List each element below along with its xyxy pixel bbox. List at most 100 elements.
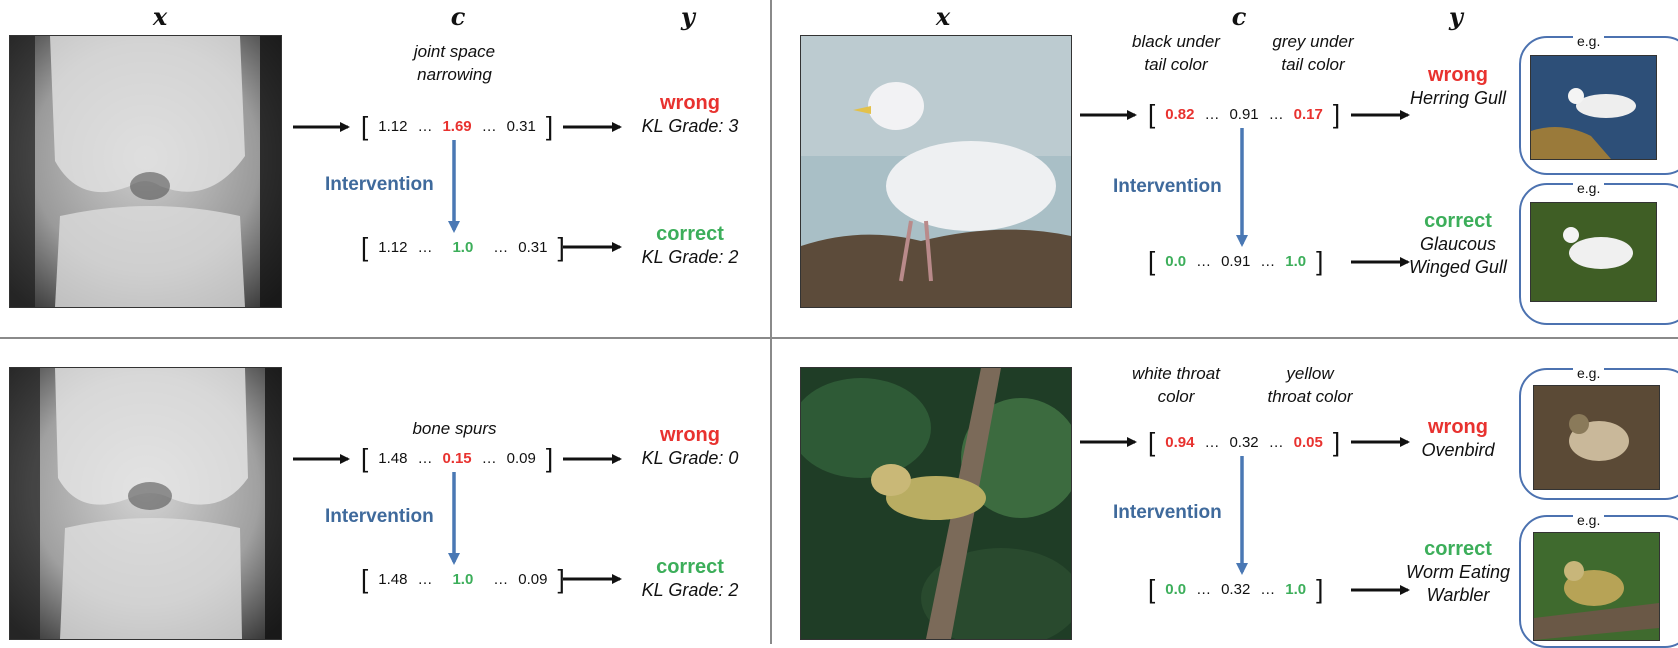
vector-value: 0.09 [518, 570, 548, 588]
ellipsis: … [417, 449, 433, 467]
ellipsis: … [417, 570, 433, 588]
vector-value: 1.12 [378, 238, 408, 256]
prediction-top-left-before: wrong KL Grade: 3 [630, 92, 750, 138]
concept-label-joint-space-narrowing: joint space narrowing [413, 42, 496, 84]
concept-label-grey-under-tail: grey under tail color [1272, 32, 1354, 74]
prediction-status: correct [656, 556, 724, 578]
vector-value-highlight: 1.0 [1285, 252, 1307, 270]
prediction-status: wrong [660, 92, 720, 114]
concept-vector-top-right-before: [ 0.82 … 0.91 … 0.17 ] [1148, 99, 1341, 129]
intervention-label-bottom-right: Intervention [1113, 502, 1222, 523]
example-glaucous-gull-photo [1530, 202, 1657, 302]
prediction-status: wrong [660, 424, 720, 446]
example-label-ovenbird: e.g. [1573, 365, 1605, 381]
header-x-right: x [935, 2, 951, 31]
gull-photo [800, 35, 1072, 308]
concept-vector-bottom-right-after: [ 0.0 … 0.32 … 1.0 ] [1148, 574, 1324, 604]
ellipsis: … [1260, 252, 1276, 270]
prediction-label: Herring Gull [1409, 88, 1507, 108]
ellipsis: … [481, 449, 497, 467]
prediction-top-right-after: correct Glaucous Winged Gull [1403, 210, 1513, 279]
warbler-photo [800, 367, 1072, 640]
vector-value: 1.48 [378, 449, 408, 467]
vector-value: 0.32 [1221, 580, 1251, 598]
header-x-left: x [152, 2, 168, 31]
prediction-bottom-left-after: correct KL Grade: 2 [630, 556, 750, 602]
ellipsis: … [1260, 580, 1276, 598]
prediction-label: KL Grade: 2 [641, 580, 739, 600]
vector-value-highlight: 0.0 [1165, 580, 1187, 598]
example-ovenbird-photo [1533, 385, 1660, 490]
vector-value-highlight: 1.0 [1285, 580, 1307, 598]
vector-value-highlight: 0.17 [1293, 105, 1323, 123]
ellipsis: … [1196, 252, 1212, 270]
vector-value: 0.91 [1221, 252, 1251, 270]
concept-vector-bottom-left-before: [ 1.48 … 0.15 … 0.09 ] [361, 443, 554, 473]
example-label-top: e.g. [1573, 33, 1605, 49]
horizontal-divider [0, 337, 1678, 339]
intervention-label-top-right: Intervention [1113, 176, 1222, 197]
concept-vector-bottom-left-after: [ 1.48 … 1.0 … 0.09 ] [361, 564, 565, 594]
ellipsis: … [1204, 105, 1220, 123]
prediction-bottom-right-after: correct Worm Eating Warbler [1403, 538, 1513, 607]
vertical-divider [770, 0, 772, 644]
example-label-mid: e.g. [1573, 180, 1605, 196]
header-y-left: y [681, 2, 695, 31]
example-warbler-photo [1533, 532, 1660, 641]
concept-label-bone-spurs: bone spurs [412, 419, 497, 438]
knee-xray-image-bottom [9, 367, 282, 640]
vector-value-highlight: 1.0 [452, 238, 474, 256]
prediction-bottom-left-before: wrong KL Grade: 0 [630, 424, 750, 470]
ellipsis: … [493, 570, 509, 588]
vector-value-highlight: 0.0 [1165, 252, 1187, 270]
vector-value: 0.31 [518, 238, 548, 256]
ellipsis: … [1204, 433, 1220, 451]
intervention-label-bottom-left: Intervention [325, 506, 434, 527]
example-herring-gull-photo [1530, 55, 1657, 160]
vector-value-highlight: 0.94 [1165, 433, 1195, 451]
prediction-label: Worm Eating Warbler [1405, 562, 1511, 605]
vector-value-highlight: 0.05 [1293, 433, 1323, 451]
concept-vector-top-right-after: [ 0.0 … 0.91 … 1.0 ] [1148, 246, 1324, 276]
vector-value-highlight: 0.15 [442, 449, 472, 467]
vector-value: 0.09 [506, 449, 536, 467]
vector-value: 1.48 [378, 570, 408, 588]
prediction-top-left-after: correct KL Grade: 2 [630, 223, 750, 269]
knee-xray-image-top [9, 35, 282, 308]
ellipsis: … [1268, 433, 1284, 451]
prediction-label: KL Grade: 3 [641, 116, 739, 136]
ellipsis: … [417, 117, 433, 135]
prediction-status: wrong [1428, 64, 1488, 86]
header-y-right: y [1449, 2, 1463, 31]
concept-vector-bottom-right-before: [ 0.94 … 0.32 … 0.05 ] [1148, 427, 1341, 457]
concept-label-black-under-tail: black under tail color [1132, 32, 1220, 74]
vector-value: 1.12 [378, 117, 408, 135]
vector-value: 0.32 [1229, 433, 1259, 451]
vector-value: 0.31 [506, 117, 536, 135]
ellipsis: … [1268, 105, 1284, 123]
concept-vector-top-left-before: [ 1.12 … 1.69 … 0.31 ] [361, 111, 554, 141]
prediction-label: Ovenbird [1421, 440, 1495, 460]
prediction-status: correct [1424, 210, 1492, 232]
prediction-top-right-before: wrong Herring Gull [1403, 64, 1513, 110]
prediction-status: wrong [1428, 416, 1488, 438]
vector-value: 0.91 [1229, 105, 1259, 123]
header-c-right: c [1231, 2, 1247, 31]
concept-vector-top-left-after: [ 1.12 … 1.0 … 0.31 ] [361, 232, 565, 262]
prediction-status: correct [1424, 538, 1492, 560]
vector-value-highlight: 1.0 [452, 570, 474, 588]
concept-label-white-throat: white throat color [1132, 364, 1220, 406]
example-label-warbler: e.g. [1573, 512, 1605, 528]
prediction-label: KL Grade: 2 [641, 247, 739, 267]
ellipsis: … [481, 117, 497, 135]
ellipsis: … [1196, 580, 1212, 598]
prediction-bottom-right-before: wrong Ovenbird [1403, 416, 1513, 462]
prediction-status: correct [656, 223, 724, 245]
ellipsis: … [417, 238, 433, 256]
header-c-left: c [450, 2, 466, 31]
prediction-label: KL Grade: 0 [641, 448, 739, 468]
vector-value-highlight: 0.82 [1165, 105, 1195, 123]
vector-value-highlight: 1.69 [442, 117, 472, 135]
intervention-label-top-left: Intervention [325, 174, 434, 195]
